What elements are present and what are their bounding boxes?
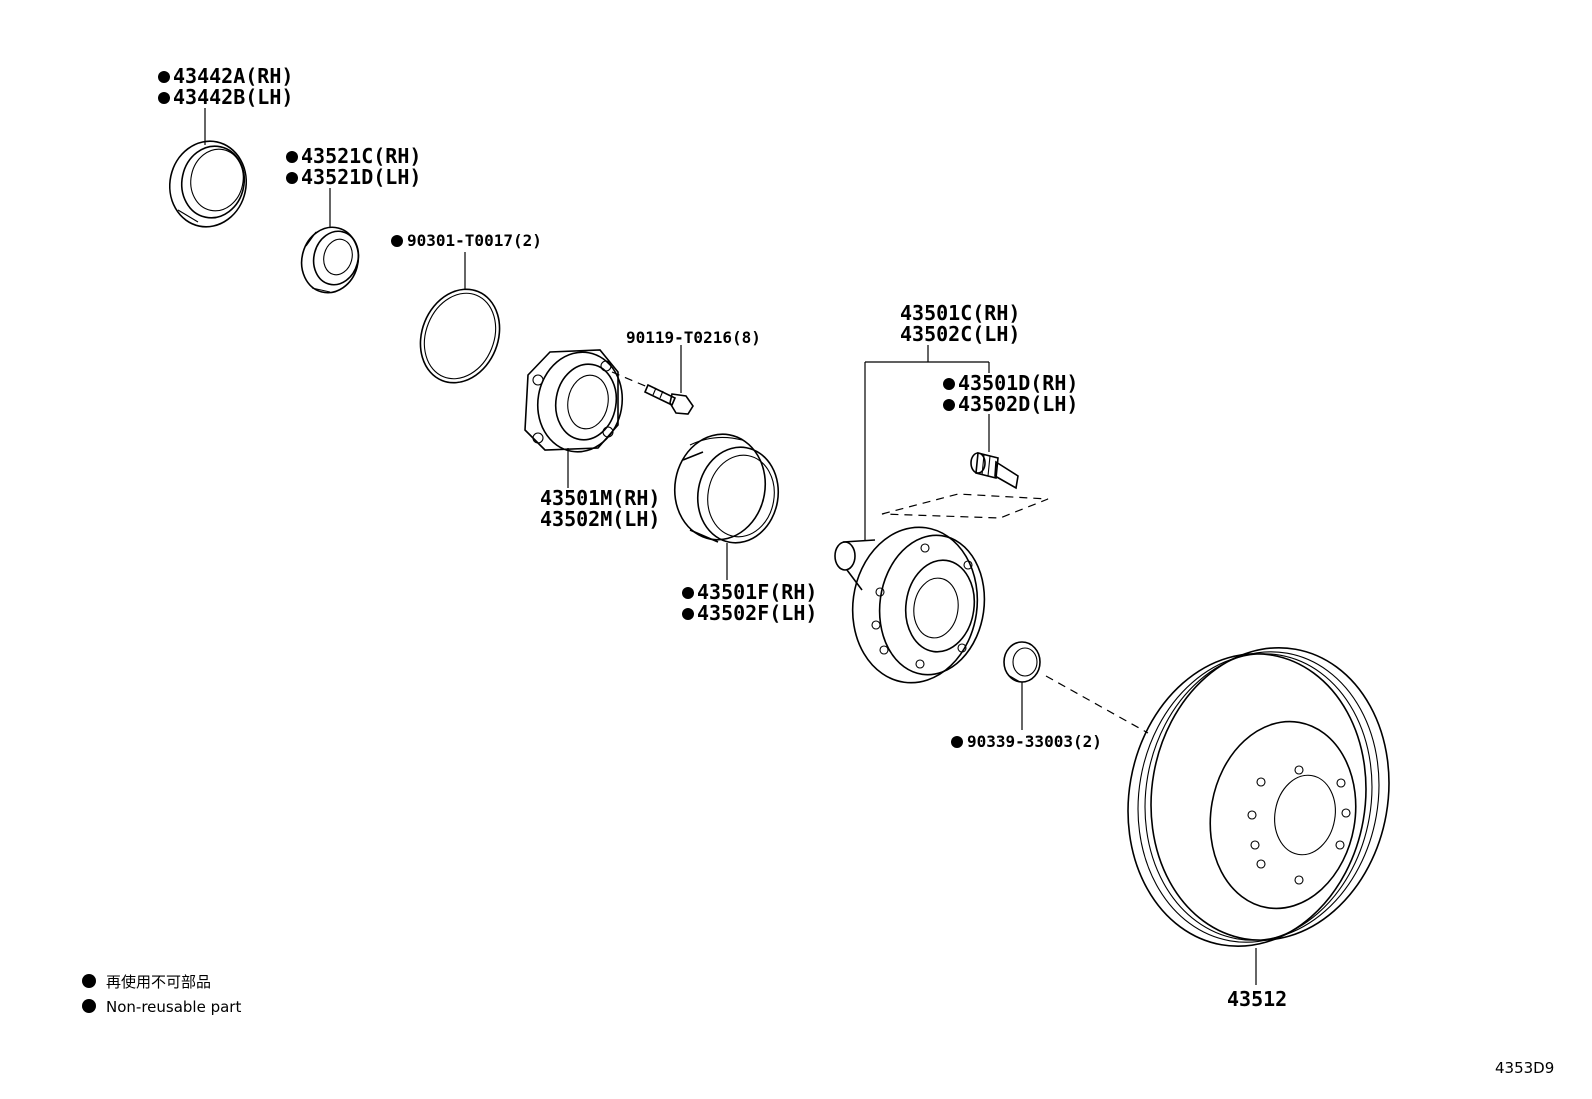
- part-number: 43501C(RH): [900, 301, 1020, 325]
- part-number: 43521D(LH): [301, 165, 421, 189]
- cap-alignment-line: [1045, 675, 1149, 734]
- o-ring-drawing: [419, 288, 501, 384]
- part-number: 43502M(LH): [540, 507, 660, 531]
- non-reusable-marker: [943, 399, 955, 411]
- legend-marker-icon: [82, 999, 96, 1013]
- part-number: 43442B(LH): [173, 85, 293, 109]
- label-cover: 43501F(RH) 43502F(LH): [682, 580, 817, 625]
- part-number: 90339-33003(2): [967, 732, 1102, 751]
- part-number: 43502F(LH): [697, 601, 817, 625]
- non-reusable-marker: [158, 71, 170, 83]
- part-number: 43512: [1227, 987, 1287, 1011]
- part-number: 43502D(LH): [958, 392, 1078, 416]
- part-number: 43501F(RH): [697, 580, 817, 604]
- label-hub-bolt: 43501D(RH) 43502D(LH): [943, 371, 1078, 416]
- non-reusable-marker: [391, 235, 403, 247]
- hub-bolt-alignment-box: [881, 493, 1049, 519]
- part-number: 43442A(RH): [173, 64, 293, 88]
- legend-marker-icon: [82, 974, 96, 988]
- hub-leader-bracket: [864, 345, 990, 540]
- legend: 再使用不可部品 Non-reusable part: [82, 973, 241, 1016]
- bolt-alignment-line: [611, 371, 651, 389]
- label-oil-seal-outer: 43442A(RH) 43442B(LH): [158, 64, 293, 109]
- part-number: 43501D(RH): [958, 371, 1078, 395]
- non-reusable-marker: [286, 151, 298, 163]
- diagram-code: 4353D9: [1495, 1059, 1554, 1077]
- part-number: 43502C(LH): [900, 322, 1020, 346]
- bearing-drawing: [524, 349, 624, 453]
- non-reusable-marker: [951, 736, 963, 748]
- hub-drawing: [834, 526, 986, 684]
- label-o-ring: 90301-T0017(2): [391, 231, 542, 250]
- label-bearing: 43501M(RH) 43502M(LH): [540, 486, 660, 531]
- label-seal-inner: 43521C(RH) 43521D(LH): [286, 144, 421, 189]
- part-number: 43521C(RH): [301, 144, 421, 168]
- part-number: 90301-T0017(2): [407, 231, 542, 250]
- cap-drawing: [1003, 641, 1041, 683]
- legend-text-en: Non-reusable part: [106, 998, 241, 1016]
- part-number: 90119-T0216(8): [626, 328, 761, 347]
- brake-disc-drawing: [1127, 646, 1390, 948]
- non-reusable-marker: [682, 587, 694, 599]
- seal-inner-drawing: [300, 226, 360, 294]
- non-reusable-marker: [682, 608, 694, 620]
- part-number: 43501M(RH): [540, 486, 660, 510]
- hub-bolt-drawing: [970, 451, 1019, 490]
- label-bolt: 90119-T0216(8): [626, 328, 761, 347]
- legend-text-ja: 再使用不可部品: [106, 973, 211, 991]
- bolt-drawing: [643, 383, 694, 415]
- non-reusable-marker: [943, 378, 955, 390]
- label-brake-disc: 43512: [1227, 987, 1287, 1011]
- non-reusable-marker: [286, 172, 298, 184]
- oil-seal-outer-drawing: [168, 140, 248, 228]
- non-reusable-marker: [158, 92, 170, 104]
- label-cap: 90339-33003(2): [951, 732, 1102, 751]
- label-hub-assy: 43501C(RH) 43502C(LH): [900, 301, 1020, 346]
- cover-drawing: [673, 433, 780, 544]
